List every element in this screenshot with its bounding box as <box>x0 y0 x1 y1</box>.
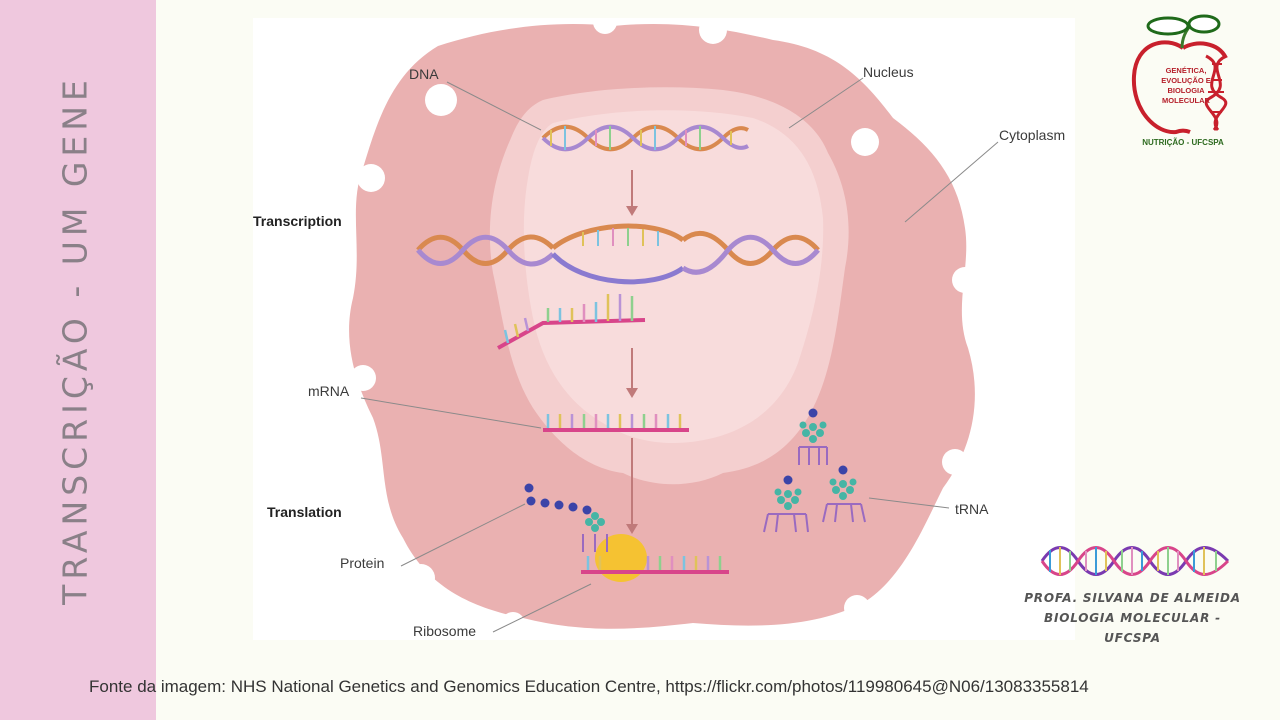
process-arrows <box>626 170 638 534</box>
logo-subtitle: NUTRIÇÃO - UFCSPA <box>1142 138 1224 147</box>
sidebar: TRANSCRIÇÃO - UM GENE <box>0 0 156 720</box>
mrna-label: mRNA <box>308 383 350 399</box>
course-name: BIOLOGIA MOLECULAR - UFCSPA <box>1044 611 1221 645</box>
ribosome <box>581 512 729 582</box>
protein-chain <box>524 483 592 515</box>
apple-dna-logo-icon <box>1131 14 1228 135</box>
trna-group <box>763 408 866 533</box>
nascent-mrna <box>497 294 646 350</box>
cell-illustration <box>349 18 999 636</box>
author-credit: PROFA. SILVANA DE ALMEIDA BIOLOGIA MOLEC… <box>1020 588 1245 648</box>
protein-label: Protein <box>340 555 385 571</box>
leader-lines <box>360 77 999 633</box>
cytoplasm-label: Cytoplasm <box>999 127 1066 143</box>
transcription-label: Transcription <box>253 213 342 229</box>
author-name: PROFA. SILVANA DE ALMEIDA <box>1024 591 1241 605</box>
gene-expression-diagram: DNA Nucleus Cytoplasm Transcription mRNA… <box>253 18 1075 640</box>
translation-label: Translation <box>267 504 342 520</box>
image-source-caption: Fonte da imagem: NHS National Genetics a… <box>89 677 1089 696</box>
mrna-strand <box>543 414 689 432</box>
slide-title: TRANSCRIÇÃO - UM GENE <box>55 75 95 605</box>
ribosome-label: Ribosome <box>413 623 477 639</box>
dna-helix <box>541 124 749 152</box>
trna-label: tRNA <box>955 501 989 517</box>
nucleus-label: Nucleus <box>863 64 914 80</box>
dna-label: DNA <box>409 66 439 82</box>
bubble-bases <box>582 228 659 246</box>
transcription-bubble <box>416 223 820 285</box>
dna-banner-icon <box>1040 546 1230 576</box>
